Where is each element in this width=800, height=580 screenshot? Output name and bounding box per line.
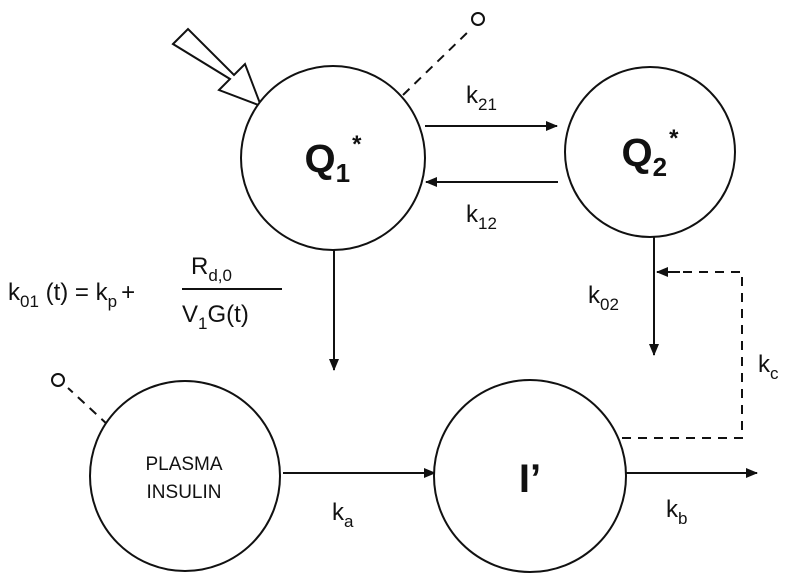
formula-numerator: Rd,0	[191, 253, 232, 285]
q1-label: Q	[305, 137, 336, 181]
q2-label: Q	[622, 131, 653, 175]
insulin-measurement-marker	[51, 373, 65, 387]
plasma-insulin-line1: PLASMA	[145, 454, 222, 475]
rate-k02: k02	[588, 282, 619, 314]
node-q1: Q1*	[240, 65, 426, 251]
plasma-insulin-line2: INSULIN	[147, 482, 222, 503]
rate-kc: kc	[758, 351, 779, 383]
formula-denominator: V1G(t)	[182, 301, 249, 333]
rate-kb: kb	[666, 496, 687, 528]
node-q2: Q2*	[564, 66, 736, 238]
svg-text:Q2*: Q2*	[622, 125, 680, 182]
q1-subscript: 1	[336, 158, 350, 188]
rate-ka: ka	[332, 499, 354, 531]
i-prime-label: I’	[519, 457, 541, 501]
node-i-prime: I’	[433, 379, 627, 573]
rate-k21: k21	[466, 82, 497, 114]
glucose-input-arrow	[171, 27, 263, 108]
k01-formula: k01 (t) = kp+ Rd,0 V1G(t)	[8, 253, 282, 333]
formula-lhs: k01 (t) = kp+	[8, 279, 135, 311]
insulin-measurement-line	[67, 387, 109, 426]
kc-feedback-line	[622, 271, 743, 439]
svg-text:Q1*: Q1*	[305, 131, 363, 188]
q2-subscript: 2	[653, 152, 667, 182]
rate-k12: k12	[466, 201, 497, 233]
q1-measurement-line	[402, 29, 471, 96]
q1-measurement-marker	[471, 12, 485, 26]
q2-superscript: *	[669, 125, 679, 152]
node-plasma-insulin: PLASMA INSULIN	[89, 380, 281, 572]
q1-superscript: *	[352, 131, 362, 158]
